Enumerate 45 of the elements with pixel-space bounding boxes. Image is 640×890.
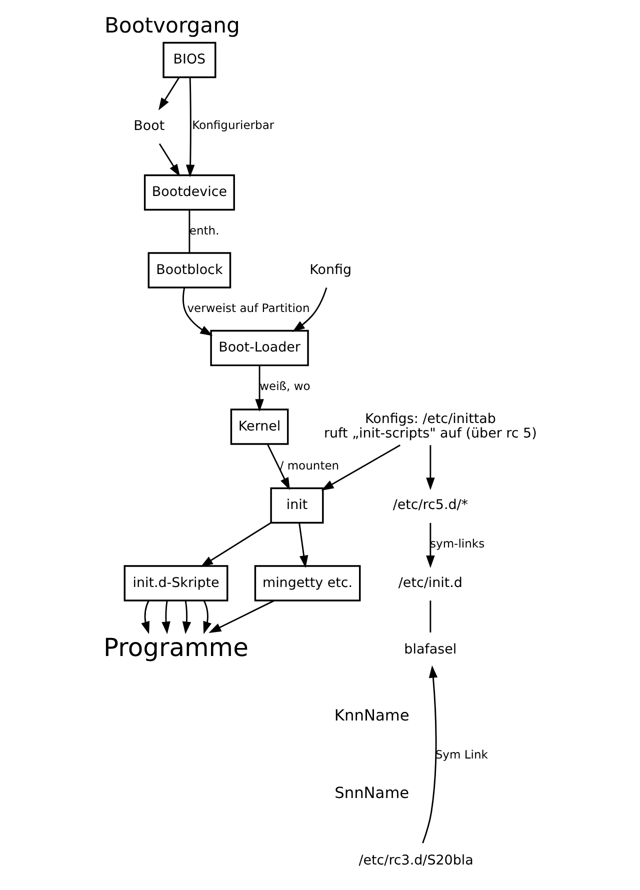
arrow: [208, 600, 274, 633]
node-text: Programme: [103, 633, 248, 662]
arrow: [292, 287, 327, 332]
label: SnnName: [334, 784, 409, 802]
arrow: [158, 77, 180, 110]
node-text: /etc/rc5.d/*: [392, 498, 468, 514]
arrow: [140, 600, 150, 634]
node-box: BIOS: [162, 42, 216, 78]
node-text: /etc/init.d: [398, 576, 462, 591]
arrow: [185, 77, 194, 178]
arrow: [320, 444, 400, 491]
arrow: [298, 522, 308, 568]
edge-label: sym-links: [430, 536, 484, 550]
node-box: Bootblock: [147, 252, 231, 288]
label: KnnName: [334, 706, 409, 724]
node-box: init.d-Skripte: [123, 565, 228, 602]
node-text: Konfigs: /etc/inittab ruft „init-scripts" auf (über rc 5): [324, 412, 536, 442]
connector: [188, 210, 190, 253]
edge-label: Konfigurierbar: [192, 118, 274, 132]
connector: [429, 600, 431, 632]
edge-label: enth.: [188, 223, 219, 238]
arrow: [202, 600, 212, 634]
arrow: [266, 444, 290, 490]
node-box: Boot-Loader: [210, 330, 308, 366]
node-box: Kernel: [230, 408, 288, 445]
node-text: /etc/rc3.d/S20bla: [358, 853, 473, 868]
node-text: Boot: [133, 118, 164, 134]
node-box: init: [270, 487, 324, 524]
node-text: blafasel: [404, 642, 456, 658]
node-text: Konfig: [309, 262, 352, 278]
node-box: Bootdevice: [143, 174, 234, 211]
node-box: mingetty etc.: [254, 565, 360, 602]
arrow: [426, 445, 434, 490]
diagram-title: Bootvorgang: [104, 12, 240, 38]
arrow: [182, 600, 191, 634]
arrow: [158, 143, 180, 177]
arrow: [161, 600, 170, 634]
arrow: [422, 665, 438, 844]
arrow: [200, 522, 271, 567]
edge-label: weiß, wo: [259, 378, 310, 393]
arrow: [182, 287, 212, 336]
arrow: [426, 522, 434, 568]
edge-label: verweist auf Partition: [186, 301, 310, 316]
arrow: [254, 366, 264, 412]
edge-label: Sym Link: [434, 748, 488, 762]
